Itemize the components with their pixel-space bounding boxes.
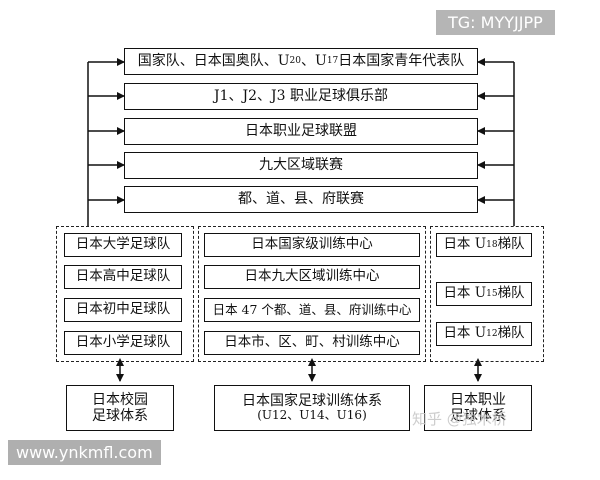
u15-sub: 15 xyxy=(486,288,498,299)
regional-training-center-label: 日本九大区域训练中心 xyxy=(244,268,380,285)
junior-high-team-label: 日本初中足球队 xyxy=(75,301,171,318)
j-league-clubs-box: J1、J2、J3 职业足球俱乐部 xyxy=(124,83,478,110)
pro-system-line1: 日本职业 xyxy=(450,391,506,408)
national-training-center-label: 日本国家级训练中心 xyxy=(251,236,373,253)
j-league-clubs-label: J1、J2、J3 职业足球俱乐部 xyxy=(213,88,388,105)
right-feedback-arrows xyxy=(477,58,515,226)
national-team-post: 日本国家青年代表队 xyxy=(338,53,465,70)
left-feedback-arrows xyxy=(87,58,125,226)
high-school-team-box: 日本高中足球队 xyxy=(64,265,182,289)
u18-post: 梯队 xyxy=(497,236,525,253)
school-system-line1: 日本校园 xyxy=(92,391,148,408)
u15-post: 梯队 xyxy=(497,285,525,302)
prefecture-training-center-label: 日本 47 个都、道、县、府训练中心 xyxy=(212,301,412,317)
pro-league-label: 日本职业足球联盟 xyxy=(245,123,357,140)
training-system-line1: 日本国家足球训练体系 xyxy=(242,393,382,410)
u12-sub: 12 xyxy=(486,328,498,339)
national-training-center-box: 日本国家级训练中心 xyxy=(204,233,420,257)
prefecture-training-center-box: 日本 47 个都、道、县、府训练中心 xyxy=(204,298,420,322)
regional-training-center-box: 日本九大区域训练中心 xyxy=(204,265,420,289)
elementary-team-label: 日本小学足球队 xyxy=(75,334,171,351)
national-team-pre: 国家队、日本国奥队、U xyxy=(137,53,290,70)
pro-system-line2: 足球体系 xyxy=(450,408,506,424)
school-football-system-box: 日本校园 足球体系 xyxy=(66,385,174,431)
pro-youth-group xyxy=(430,226,544,362)
prefecture-league-box: 都、道、县、府联赛 xyxy=(124,186,478,213)
high-school-team-label: 日本高中足球队 xyxy=(75,268,171,285)
training-system-line2: (U12、U14、U16) xyxy=(257,408,367,423)
pro-football-system-box: 日本职业 足球体系 xyxy=(424,385,532,431)
prefecture-league-label: 都、道、县、府联赛 xyxy=(238,191,364,208)
national-team-mid: 、U xyxy=(301,53,327,70)
training-system-group xyxy=(198,226,426,362)
regional-league-box: 九大区域联赛 xyxy=(124,152,478,179)
u12-pre: 日本 U xyxy=(443,325,487,342)
u18-sub: 18 xyxy=(486,239,498,250)
pro-league-box: 日本职业足球联盟 xyxy=(124,118,478,145)
university-team-box: 日本大学足球队 xyxy=(64,233,182,257)
municipal-training-center-box: 日本市、区、町、村训练中心 xyxy=(204,331,420,355)
u15-pre: 日本 U xyxy=(443,285,487,302)
url-watermark: www.ynkmfl.com xyxy=(8,440,161,465)
zhihu-watermark: 知乎 @独木桥 xyxy=(412,410,507,428)
u12-post: 梯队 xyxy=(497,325,525,342)
school-system-group xyxy=(56,226,194,362)
municipal-training-center-label: 日本市、区、町、村训练中心 xyxy=(224,334,400,351)
tg-watermark: TG: MYYJJPP xyxy=(436,10,555,35)
regional-league-label: 九大区域联赛 xyxy=(259,157,343,174)
school-system-line2: 足球体系 xyxy=(92,408,148,424)
u17-sub: 17 xyxy=(326,56,339,67)
national-training-system-box: 日本国家足球训练体系 (U12、U14、U16) xyxy=(214,385,410,431)
university-team-label: 日本大学足球队 xyxy=(75,236,171,253)
elementary-team-box: 日本小学足球队 xyxy=(64,331,182,355)
u18-pre: 日本 U xyxy=(443,236,487,253)
junior-high-team-box: 日本初中足球队 xyxy=(64,298,182,322)
u20-sub: 20 xyxy=(289,56,301,67)
